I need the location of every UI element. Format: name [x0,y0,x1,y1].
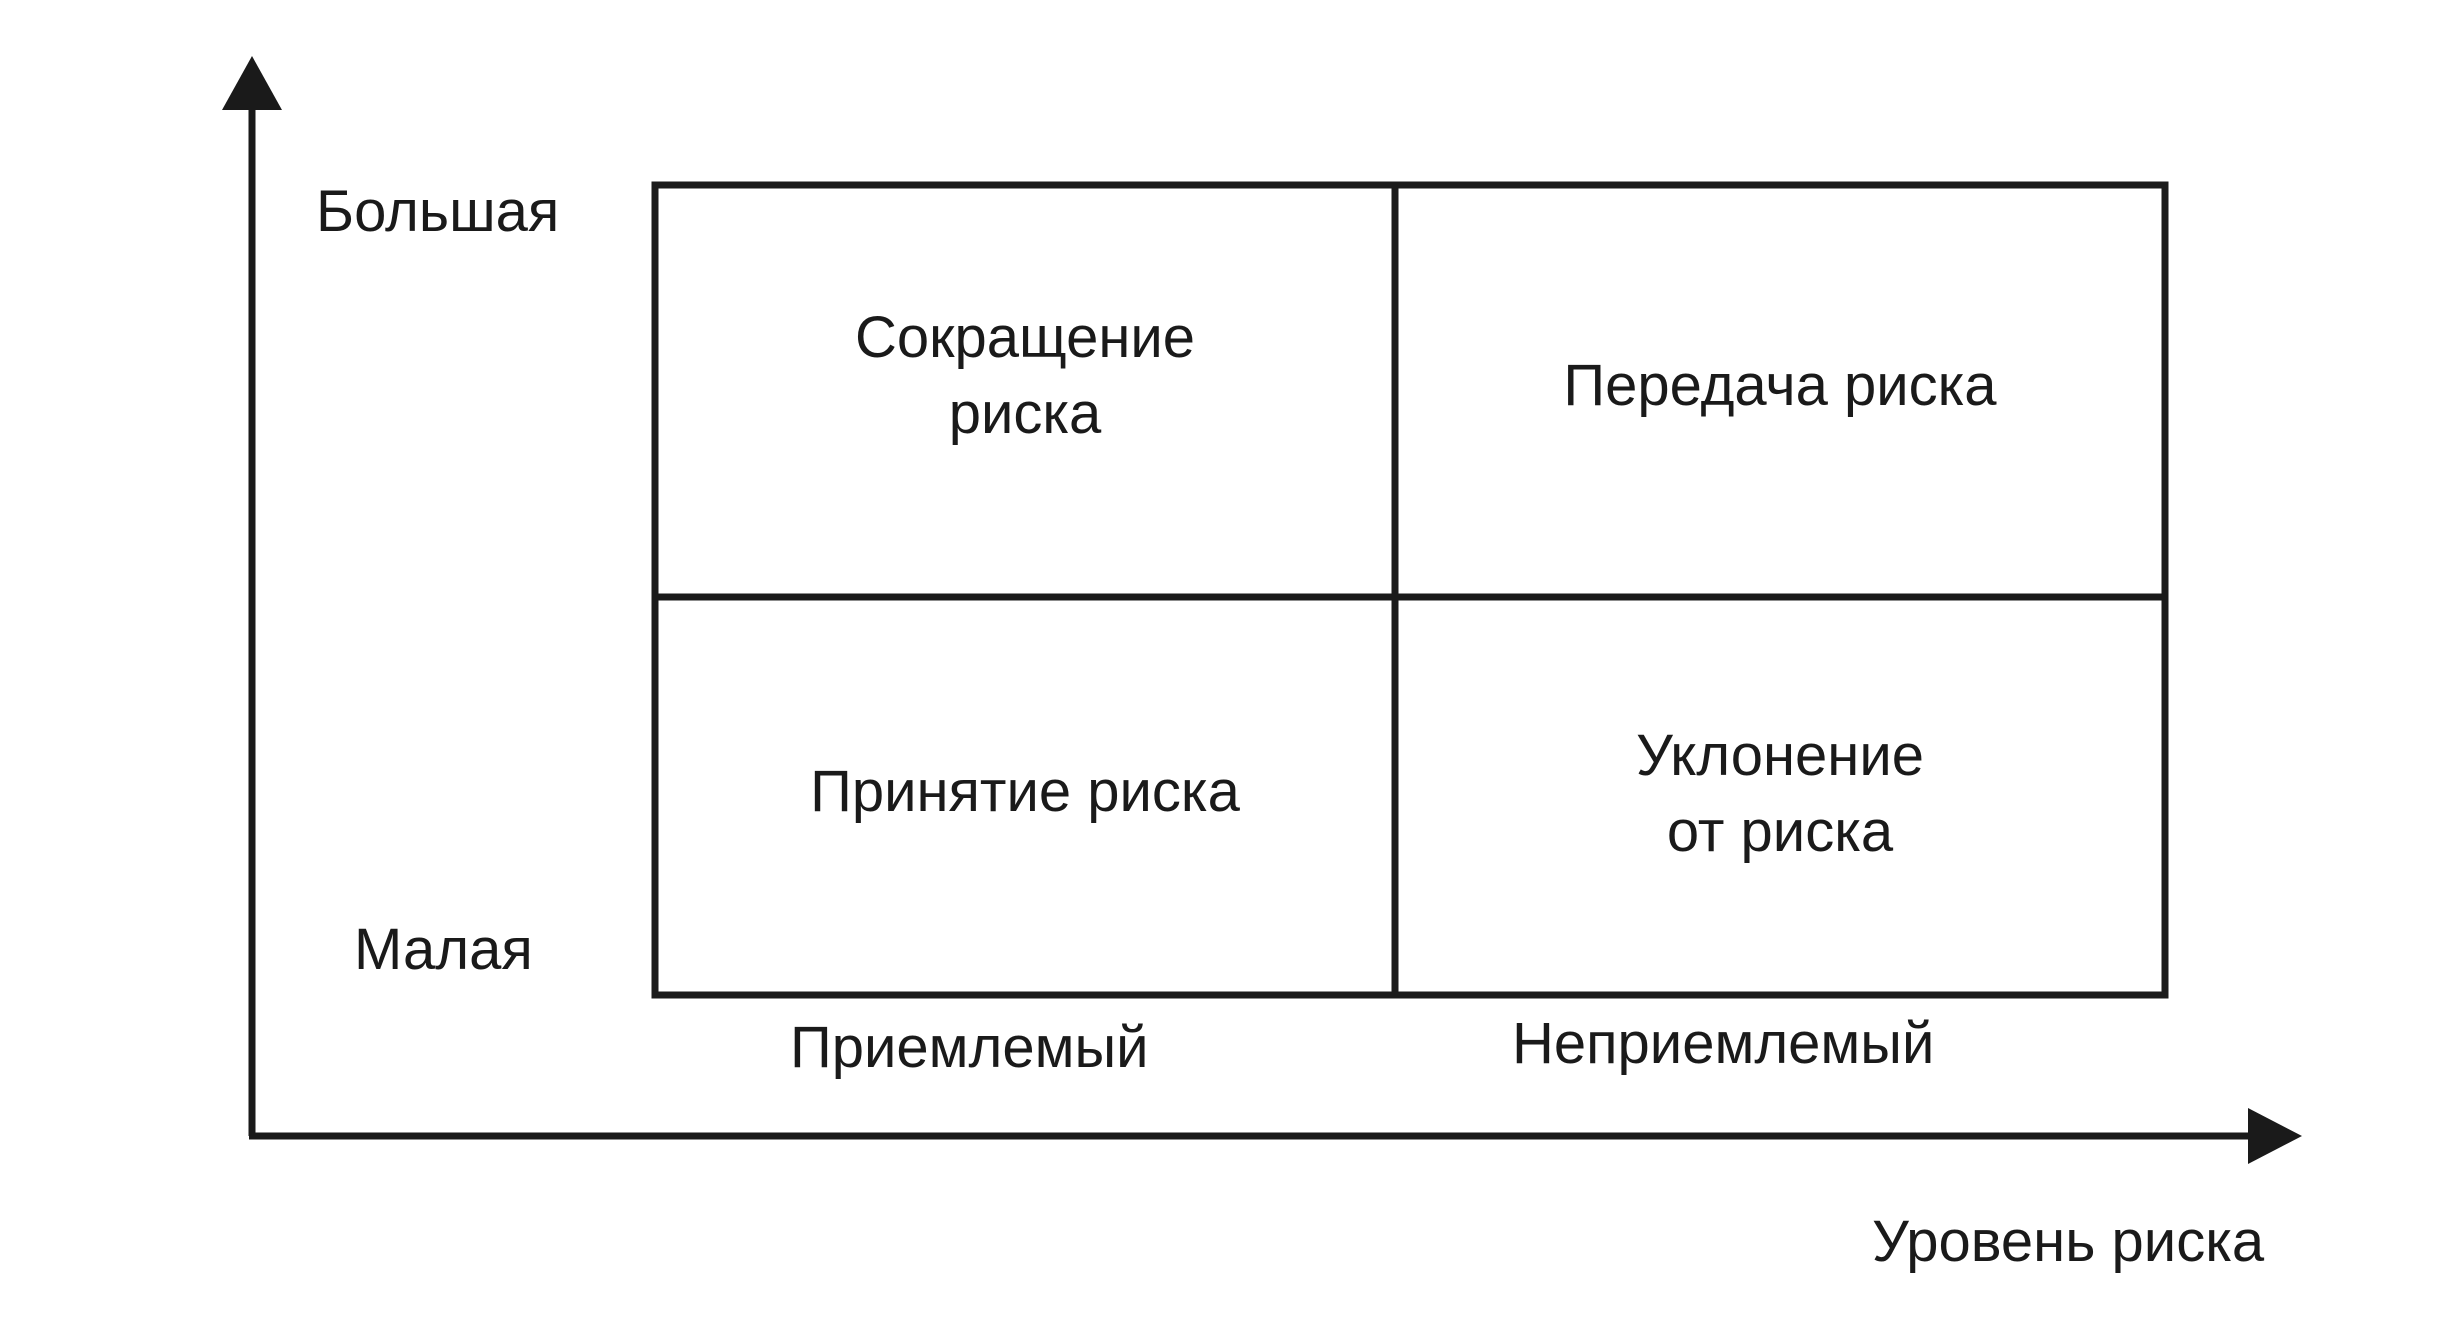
y-axis-top-label: Большая [316,179,560,244]
x-axis-arrowhead [2248,1108,2302,1164]
x-axis-right-label: Неприемлемый [1512,1011,1935,1076]
x-axis-left-label: Приемлемый [790,1015,1149,1080]
cell-bottom-left-text: Принятие риска [810,759,1240,824]
cell-bottom-right-text: Уклонение от риска [1636,723,1924,864]
y-axis-arrowhead [222,56,282,110]
cell-top-right-text: Передача риска [1563,353,1997,418]
x-axis-title: Уровень риска [1872,1209,2265,1274]
matrix-frame [651,181,2169,999]
y-axis-bottom-label: Малая [354,917,533,982]
cell-top-left-text: Сокращение риска [854,305,1196,446]
